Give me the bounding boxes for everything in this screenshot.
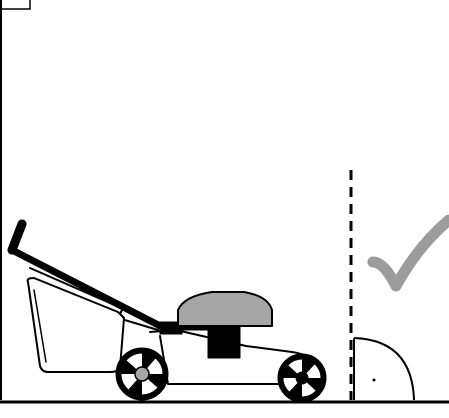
corner-label-box	[0, 0, 31, 10]
lawn-mower-icon	[7, 219, 327, 403]
rear-wheel	[115, 347, 169, 401]
front-wheel	[277, 353, 327, 403]
check-mark-icon	[367, 214, 449, 292]
obstacle-shape	[353, 337, 415, 401]
